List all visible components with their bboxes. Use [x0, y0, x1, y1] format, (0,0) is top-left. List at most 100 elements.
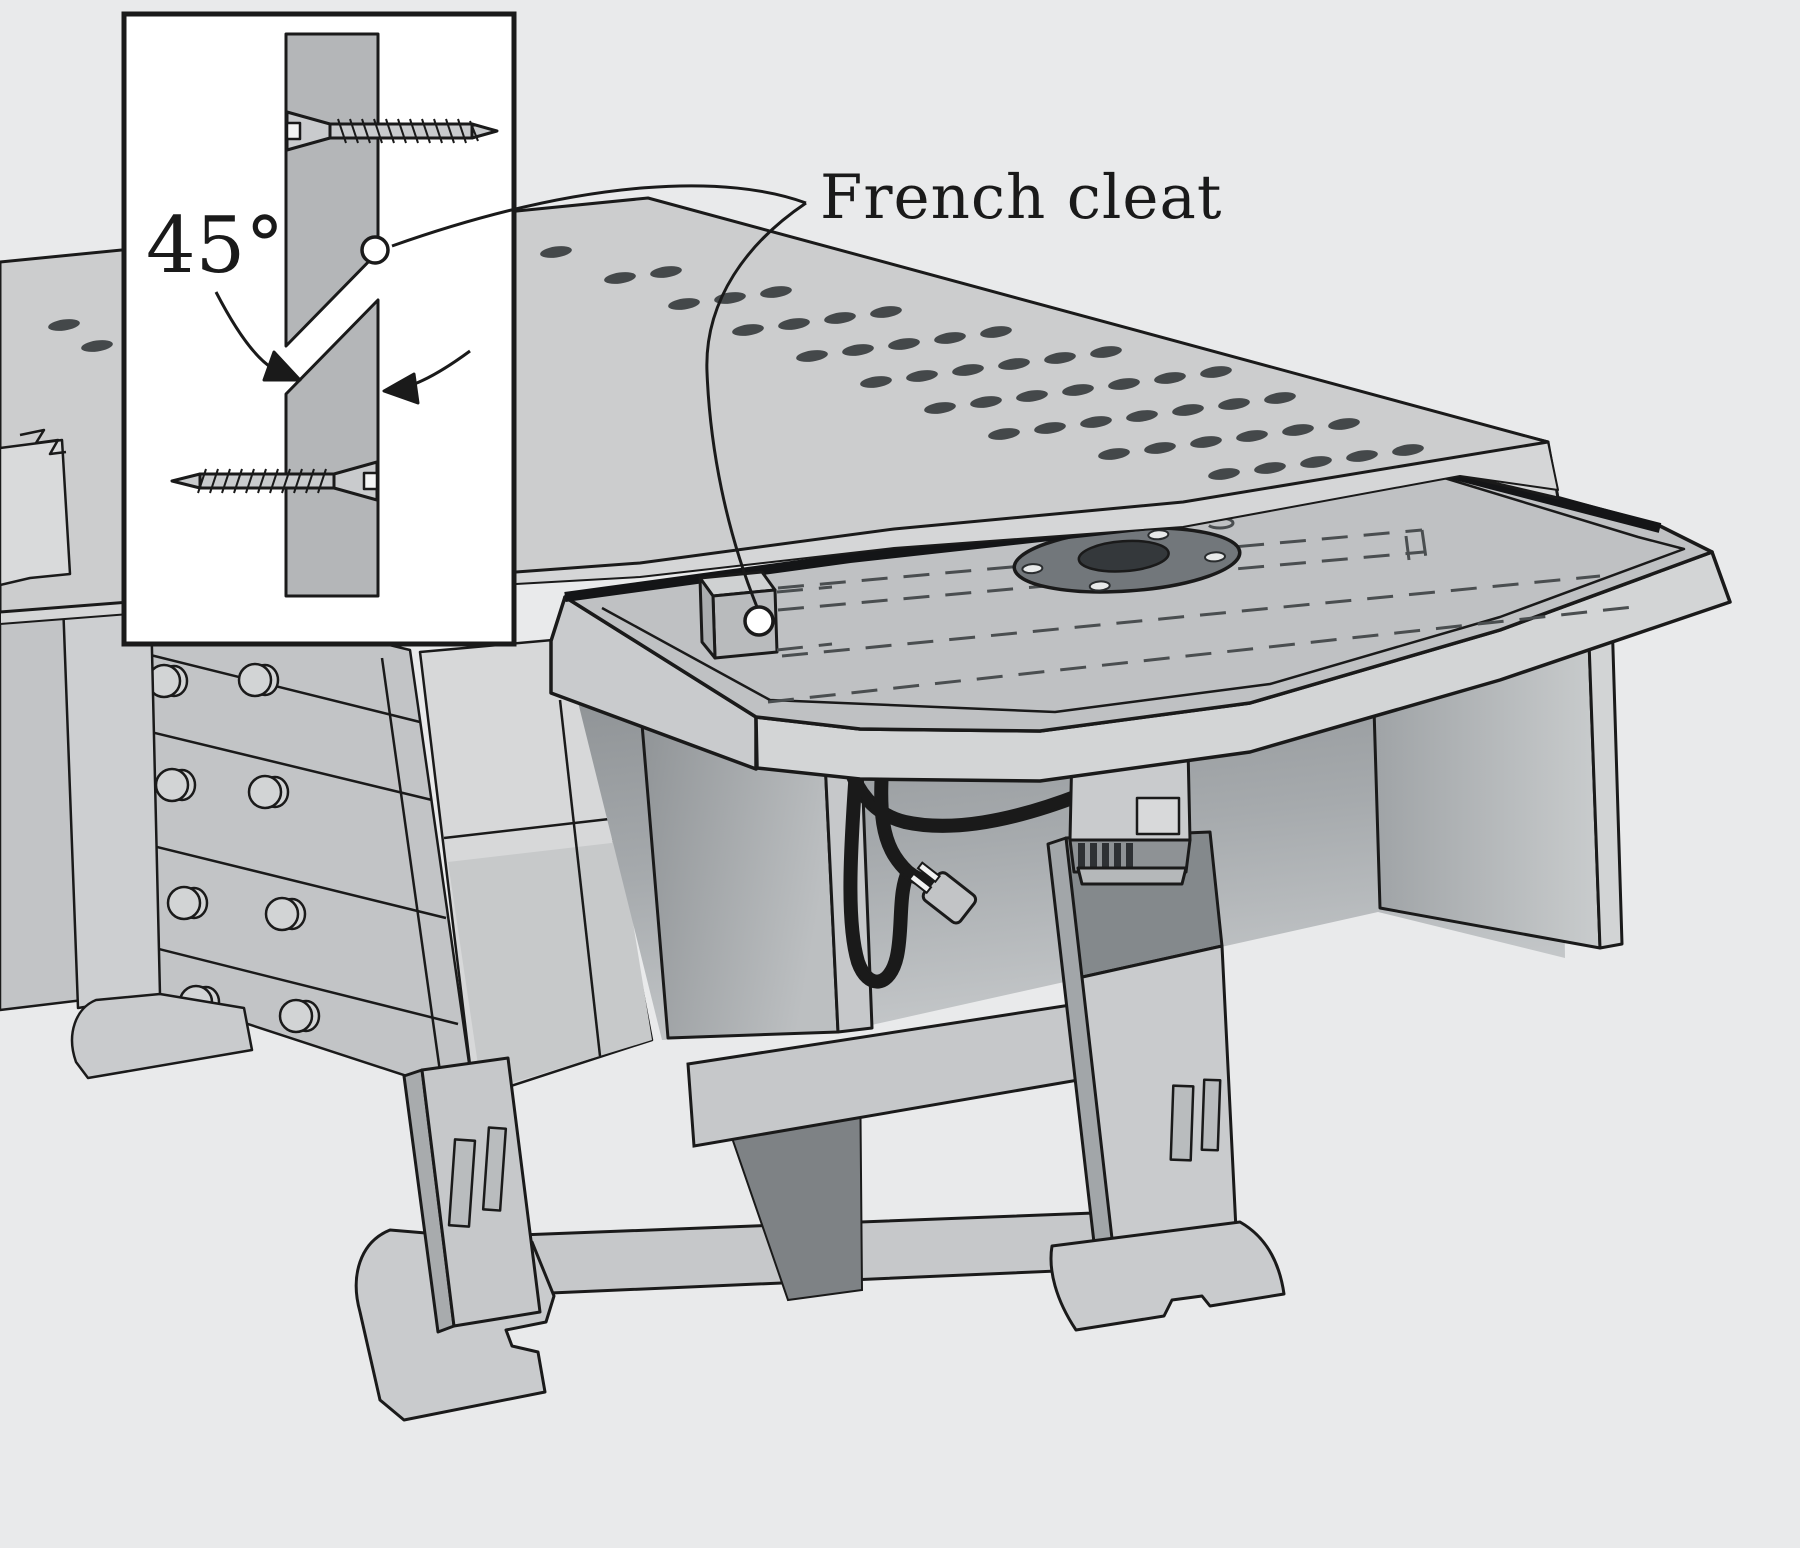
dog-hole: [1144, 442, 1176, 454]
dog-hole: [81, 340, 113, 352]
dog-hole: [870, 306, 902, 318]
hidden-cleat-edge: [777, 550, 1425, 612]
screw-shank: [198, 472, 336, 490]
drawer-divider: [114, 936, 459, 1026]
angle-label: 45°: [146, 201, 284, 291]
drawer-knob: [237, 662, 280, 698]
dog-hole: [1016, 390, 1048, 402]
right-foot: [1049, 1220, 1286, 1332]
screw-tip: [170, 472, 202, 490]
inset-detail-box: 45°: [121, 11, 517, 647]
screw-tip: [470, 122, 499, 140]
leader-node-inset: [360, 235, 390, 265]
table-inset-frame: [601, 471, 1686, 714]
dog-hole: [1098, 448, 1130, 460]
hidden-cleat-end: [1404, 529, 1428, 561]
dog-hole: [1254, 462, 1286, 474]
leg-mortise-slots: [447, 1126, 508, 1228]
cabinet-stile-line: [380, 657, 446, 1101]
screw-slot: [285, 121, 302, 141]
router-base-rim: [1076, 866, 1188, 886]
lower-screw: [170, 460, 379, 502]
dog-hole: [796, 350, 828, 362]
dog-hole: [1126, 410, 1158, 422]
dog-hole: [1346, 450, 1378, 462]
dog-hole: [732, 324, 764, 336]
drawer-knob: [278, 998, 321, 1034]
hidden-cleat-edge: [777, 528, 1423, 590]
dog-hole: [1190, 436, 1222, 448]
power-plug: [907, 861, 978, 925]
dog-hole: [760, 286, 792, 298]
dog-hole: [1392, 444, 1424, 456]
dog-hole: [934, 332, 966, 344]
screw-threads: [197, 468, 327, 494]
plate-screw-holes: [1021, 529, 1226, 592]
hidden-brace-edge: [767, 604, 1643, 704]
bay-post-line: [558, 699, 602, 1057]
dog-hole: [824, 312, 856, 324]
dog-hole: [668, 298, 700, 310]
dog-hole: [1300, 456, 1332, 468]
dog-hole: [860, 376, 892, 388]
leader-line-to-table: [705, 201, 807, 608]
drawer-knob: [146, 663, 189, 699]
dog-hole: [778, 318, 810, 330]
mortise-slot: [481, 1126, 508, 1212]
left-end-foot: [70, 992, 254, 1080]
dog-hole: [604, 272, 636, 284]
dog-hole: [998, 358, 1030, 370]
hidden-brace-edge: [781, 574, 1601, 658]
cleat-lower-piece: [284, 298, 380, 598]
mortise-slot: [447, 1138, 477, 1228]
mortise-slot: [1169, 1084, 1195, 1162]
dog-hole: [1282, 424, 1314, 436]
dog-hole: [1154, 372, 1186, 384]
dog-hole: [842, 344, 874, 356]
dog-hole: [952, 364, 984, 376]
leader-node-table: [743, 605, 775, 637]
dog-hole: [1264, 392, 1296, 404]
leader-line-to-inset: [391, 184, 807, 248]
dog-hole: [540, 246, 572, 258]
dog-hole: [970, 396, 1002, 408]
dog-hole: [1200, 366, 1232, 378]
dog-hole: [888, 338, 920, 350]
dog-hole: [1172, 404, 1204, 416]
near-left-leg: [420, 1056, 542, 1328]
dog-hole: [988, 428, 1020, 440]
drawer-knob: [264, 896, 307, 932]
screw-threads: [337, 118, 479, 144]
dog-hole: [1208, 468, 1240, 480]
angle-arrow-curve: [214, 291, 273, 370]
benchtop-break-end: [0, 438, 72, 587]
screw-slot: [362, 471, 379, 491]
dog-hole: [650, 266, 682, 278]
dog-hole: [1328, 418, 1360, 430]
drawer-knob: [247, 774, 290, 810]
mortise-slot: [1200, 1078, 1222, 1152]
dog-hole: [1062, 384, 1094, 396]
under-shelf-shadow: [448, 842, 652, 1092]
leg-mortise-slots: [1169, 1078, 1222, 1162]
router-vents: [1078, 843, 1133, 871]
break-jag-lines: [19, 428, 67, 456]
router-switch: [1135, 796, 1181, 836]
angle-arrowhead: [262, 350, 302, 382]
dog-hole: [1090, 346, 1122, 358]
dog-hole: [1236, 430, 1268, 442]
drawer-knob: [154, 767, 197, 803]
dog-hole: [1080, 416, 1112, 428]
shelf-edge: [443, 816, 619, 840]
router-plate: [1012, 526, 1242, 594]
dog-hole: [980, 326, 1012, 338]
dog-hole: [1044, 352, 1076, 364]
dog-hole: [1218, 398, 1250, 410]
french-cleat-callout: French cleat: [360, 162, 1221, 637]
dog-hole: [48, 319, 80, 331]
drawer-divider: [103, 832, 447, 920]
router-table: [549, 460, 1732, 783]
dog-hole: [1108, 378, 1140, 390]
upper-screw: [285, 110, 499, 152]
